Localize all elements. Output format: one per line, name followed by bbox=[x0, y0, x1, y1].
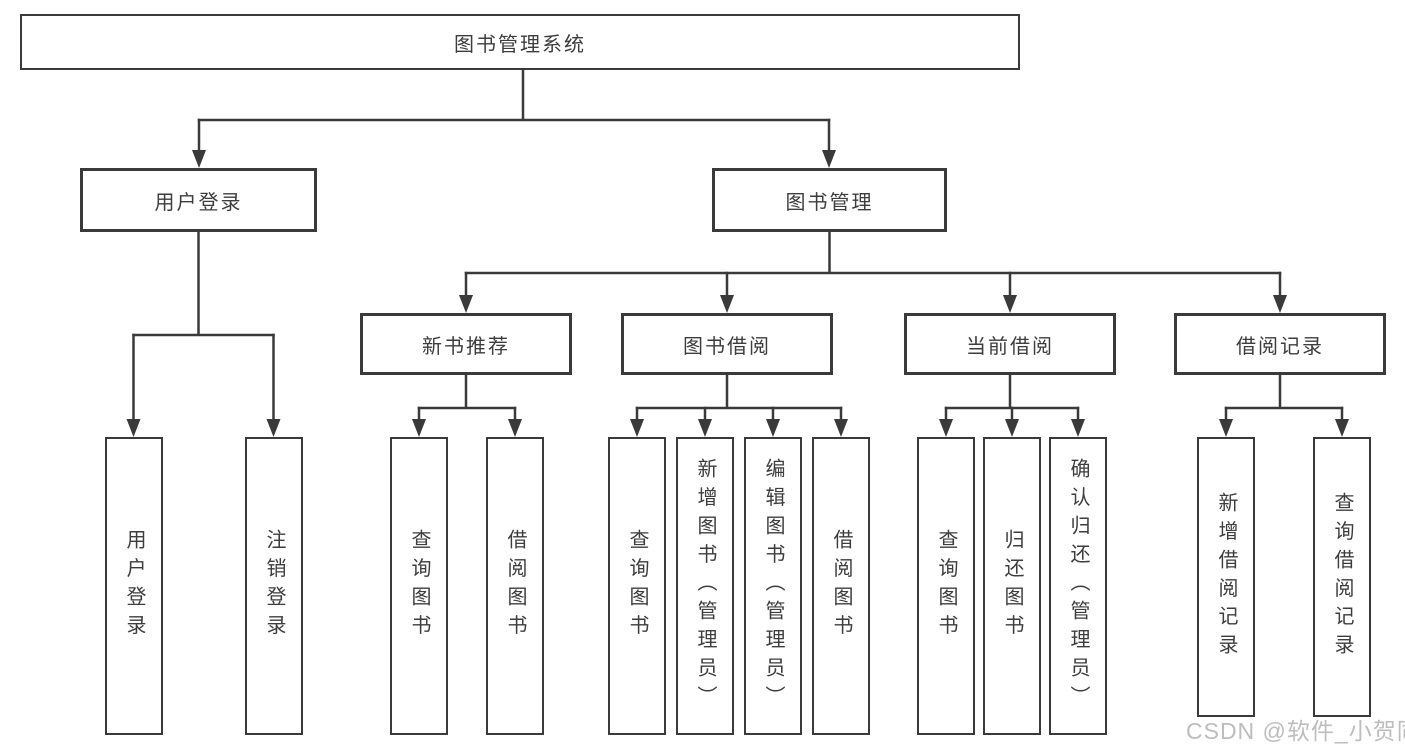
node-label: 确认归还（管理员） bbox=[1067, 458, 1089, 714]
leaf-borrow-books: 借阅图书 bbox=[812, 437, 870, 735]
leaf-query-books-borrow: 查询图书 bbox=[608, 437, 666, 735]
node-label: 图书管理 bbox=[785, 191, 874, 214]
node-label: 查询图书 bbox=[935, 529, 957, 643]
node-user-login: 用户登录 bbox=[80, 168, 317, 232]
node-label: 用户登录 bbox=[154, 191, 243, 214]
node-label: 归还图书 bbox=[1001, 529, 1023, 643]
leaf-query-books-current: 查询图书 bbox=[917, 437, 975, 735]
watermark-text: CSDN @软件_小贺同学 bbox=[1186, 718, 1405, 744]
node-new-book-recommend: 新书推荐 bbox=[360, 313, 572, 375]
leaf-borrow-books-recommend: 借阅图书 bbox=[486, 437, 544, 735]
node-label: 注销登录 bbox=[263, 529, 285, 643]
node-label: 新增图书（管理员） bbox=[694, 458, 716, 714]
node-borrow-records: 借阅记录 bbox=[1174, 313, 1386, 375]
node-library-management-system: 图书管理系统 bbox=[20, 14, 1020, 70]
node-book-borrow: 图书借阅 bbox=[621, 313, 833, 375]
node-label: 当前借阅 bbox=[966, 335, 1054, 358]
node-current-borrow: 当前借阅 bbox=[904, 313, 1116, 375]
node-label: 借阅图书 bbox=[504, 529, 526, 643]
leaf-logout: 注销登录 bbox=[245, 437, 303, 735]
node-label: 新书推荐 bbox=[422, 335, 510, 358]
node-label: 编辑图书（管理员） bbox=[762, 458, 784, 714]
leaf-query-borrow-record: 查询借阅记录 bbox=[1313, 437, 1371, 717]
leaf-add-book-admin: 新增图书（管理员） bbox=[676, 437, 734, 735]
leaf-edit-book-admin: 编辑图书（管理员） bbox=[744, 437, 802, 735]
node-label: 借阅记录 bbox=[1236, 335, 1324, 358]
node-label: 查询图书 bbox=[626, 529, 648, 643]
leaf-query-books-recommend: 查询图书 bbox=[390, 437, 448, 735]
leaf-return-books: 归还图书 bbox=[983, 437, 1041, 735]
node-label: 图书管理系统 bbox=[454, 33, 586, 56]
leaf-add-borrow-record: 新增借阅记录 bbox=[1197, 437, 1255, 717]
node-label: 新增借阅记录 bbox=[1215, 491, 1237, 663]
node-label: 查询图书 bbox=[408, 529, 430, 643]
node-label: 用户登录 bbox=[123, 529, 145, 643]
node-label: 图书借阅 bbox=[683, 335, 771, 358]
node-label: 查询借阅记录 bbox=[1331, 491, 1353, 663]
node-book-management: 图书管理 bbox=[712, 168, 947, 232]
node-label: 借阅图书 bbox=[830, 529, 852, 643]
leaf-confirm-return-admin: 确认归还（管理员） bbox=[1049, 437, 1107, 735]
leaf-user-login: 用户登录 bbox=[105, 437, 163, 735]
